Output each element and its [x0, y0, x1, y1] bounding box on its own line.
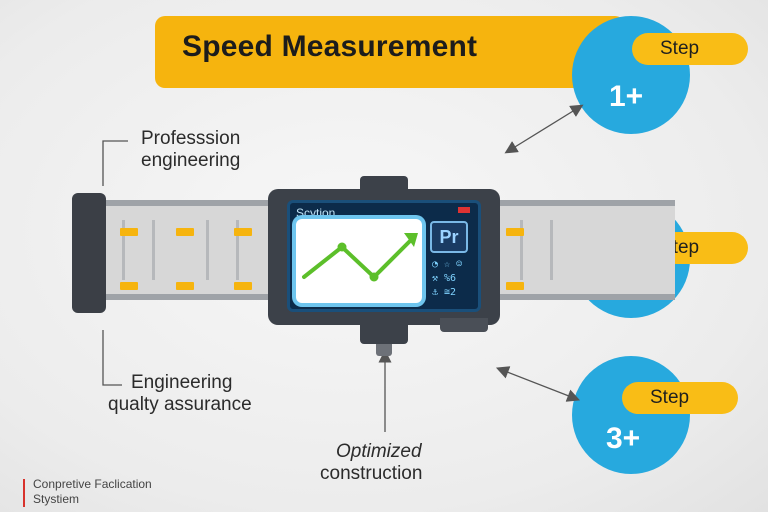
rail-stripe — [520, 220, 523, 280]
rail-marker — [176, 228, 194, 236]
rail-marker — [120, 228, 138, 236]
rail-marker — [120, 282, 138, 290]
footer-line2: Stystiem — [33, 492, 80, 506]
rail-marker — [176, 282, 194, 290]
bracket-top-left — [102, 140, 128, 186]
screen-header: Scytion — [296, 206, 336, 220]
arrow-step-1 — [504, 104, 584, 154]
device-bottom-mount — [360, 320, 408, 344]
title-banner — [155, 16, 625, 88]
flag-icon — [458, 207, 470, 213]
step-1-number: 1+ — [609, 80, 644, 113]
step-1-pill: Step — [632, 33, 748, 65]
rail-marker — [506, 282, 524, 290]
label-qa-line1: Engineering — [131, 372, 233, 393]
label-profession-line1: Professsion — [141, 128, 241, 149]
pr-badge: Pr — [430, 221, 468, 253]
bracket-bottom-left — [102, 330, 122, 386]
label-qa-line2: qualty assurance — [108, 394, 252, 415]
device-side-tab — [440, 318, 488, 332]
footer-line1: Conpretive Faclication — [33, 477, 152, 491]
rail-stripe — [122, 220, 125, 280]
device-top-tab — [360, 176, 408, 192]
arrow-step-3 — [495, 366, 581, 402]
rail-stripe — [236, 220, 239, 280]
label-profession-line2: engineering — [141, 150, 241, 171]
rail-stripe — [152, 220, 155, 280]
step-3-pill: Step — [622, 382, 738, 414]
rail-marker — [506, 228, 524, 236]
rail-stripe — [206, 220, 209, 280]
trend-line-icon — [302, 233, 418, 282]
rail-marker — [234, 228, 252, 236]
screen-status-icons: ◔ ☆ ☺ ⚒ %6 ⚓ ≅2 — [432, 259, 463, 298]
step-3-number: 3+ — [606, 422, 641, 455]
label-optimized-line2: construction — [320, 463, 423, 484]
footer-accent-bar — [23, 479, 25, 507]
page-title: Speed Measurement — [182, 30, 478, 63]
step-3-circle — [572, 356, 690, 474]
device-knob — [376, 344, 392, 356]
rail-end-cap — [72, 193, 106, 313]
label-optimized-line1: Optimized — [336, 441, 422, 462]
rail-marker — [234, 282, 252, 290]
rail-stripe — [550, 220, 553, 280]
